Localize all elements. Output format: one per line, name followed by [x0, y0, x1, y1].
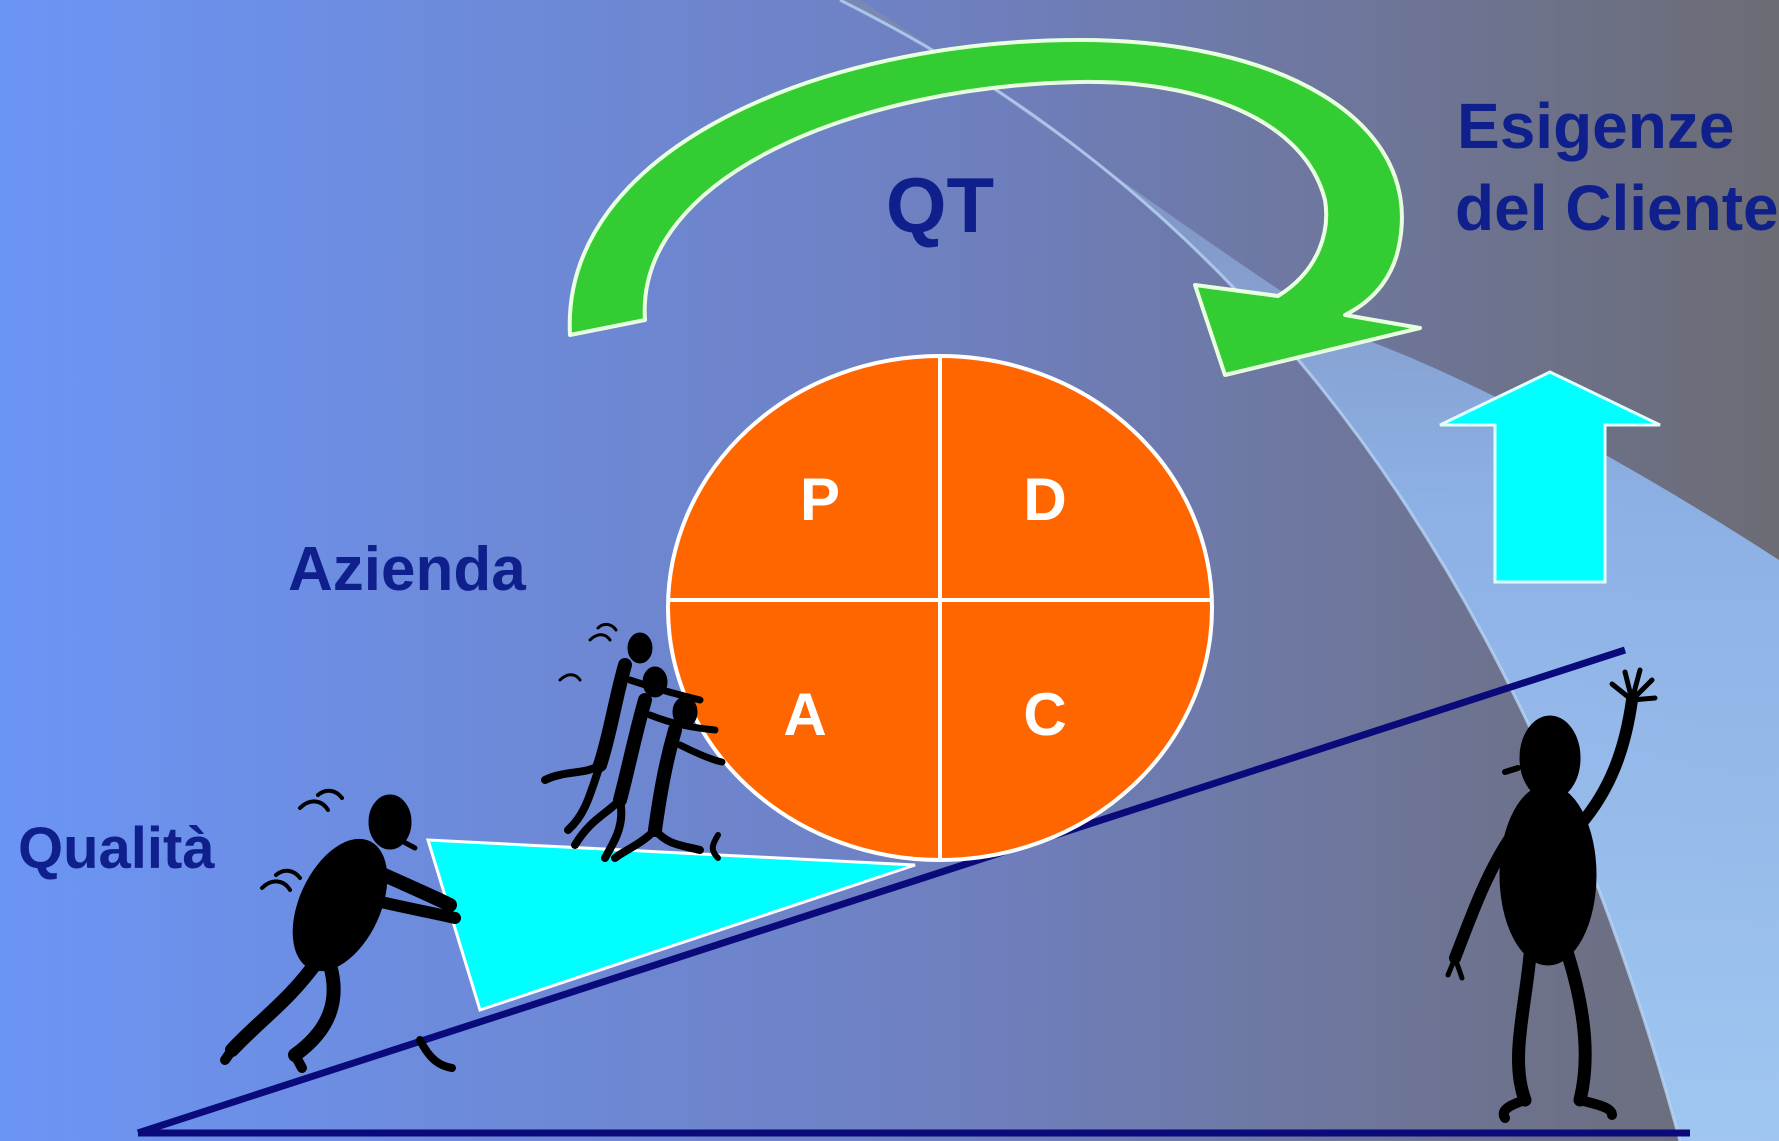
- qualita-label: Qualità: [18, 816, 215, 881]
- pdca-d-label: D: [1023, 466, 1066, 533]
- azienda-label: Azienda: [288, 535, 526, 604]
- pdca-c-label: C: [1023, 681, 1066, 748]
- qt-label: QT: [886, 161, 994, 249]
- wedge: [425, 838, 916, 1012]
- cycle-arrow-icon: [567, 38, 1422, 377]
- slope-line: [136, 646, 1627, 1137]
- esigenze-label-line1: Esigenze: [1457, 90, 1734, 162]
- pdca-p-label: P: [800, 466, 840, 533]
- esigenze-label-line2: del Cliente: [1455, 172, 1779, 244]
- waving-customer-icon: [1445, 667, 1658, 1123]
- pdca-a-label: A: [783, 681, 826, 748]
- up-arrow-icon: [1439, 370, 1661, 584]
- group-of-people-icon: [541, 622, 726, 862]
- pdca-wheel: [666, 354, 1214, 862]
- pushing-person-icon: [220, 788, 461, 1073]
